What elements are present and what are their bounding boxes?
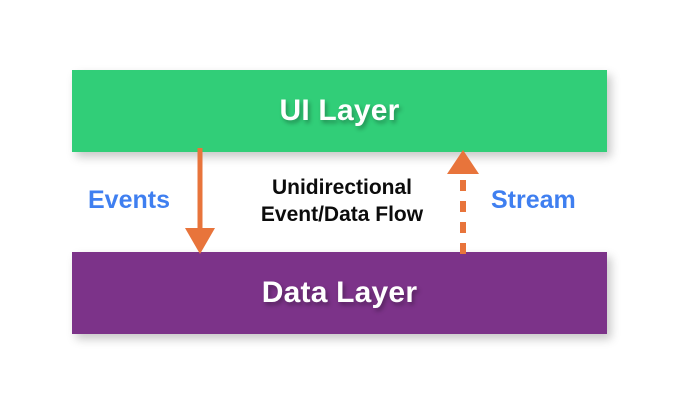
data-layer-box: Data Layer [72, 252, 607, 334]
flow-caption-line-1: Unidirectional [271, 176, 413, 199]
stream-arrow-head [447, 150, 479, 174]
events-arrow-head [185, 228, 215, 254]
stream-up-arrow-icon [447, 150, 479, 254]
events-connector-label: Events [88, 186, 170, 214]
events-down-arrow-icon [185, 148, 215, 254]
ui-layer-label: UI Layer [279, 94, 400, 127]
data-layer-label: Data Layer [261, 276, 418, 309]
stream-connector-label: Stream [491, 186, 576, 214]
flow-caption: Unidirectional Event/Data Flow [238, 174, 446, 228]
flow-caption-line-2: Event/Data Flow [260, 203, 424, 227]
ui-layer-box: UI Layer [72, 70, 607, 152]
